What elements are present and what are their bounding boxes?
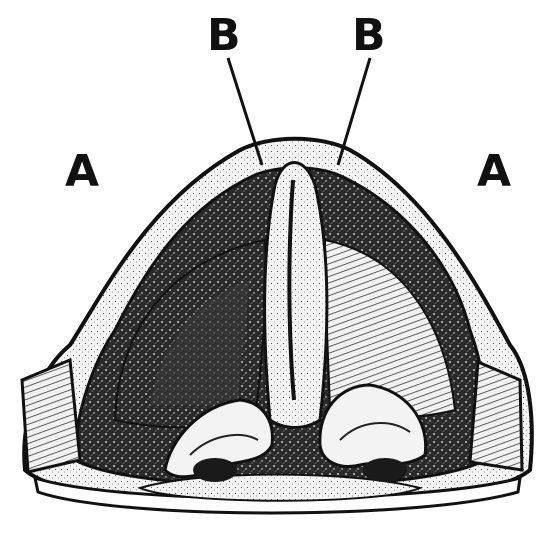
right-side-block bbox=[470, 362, 522, 470]
leader-line-right-b bbox=[338, 58, 370, 165]
posterior-dark-spot-right bbox=[363, 458, 407, 482]
label-right-a: A bbox=[477, 146, 511, 197]
posterior-dark-spot-left bbox=[193, 458, 237, 482]
label-right-b: B bbox=[352, 10, 386, 61]
label-left-a: A bbox=[65, 146, 99, 197]
left-side-block bbox=[22, 360, 80, 472]
label-left-b: B bbox=[207, 10, 241, 61]
epiglottis bbox=[265, 163, 327, 428]
